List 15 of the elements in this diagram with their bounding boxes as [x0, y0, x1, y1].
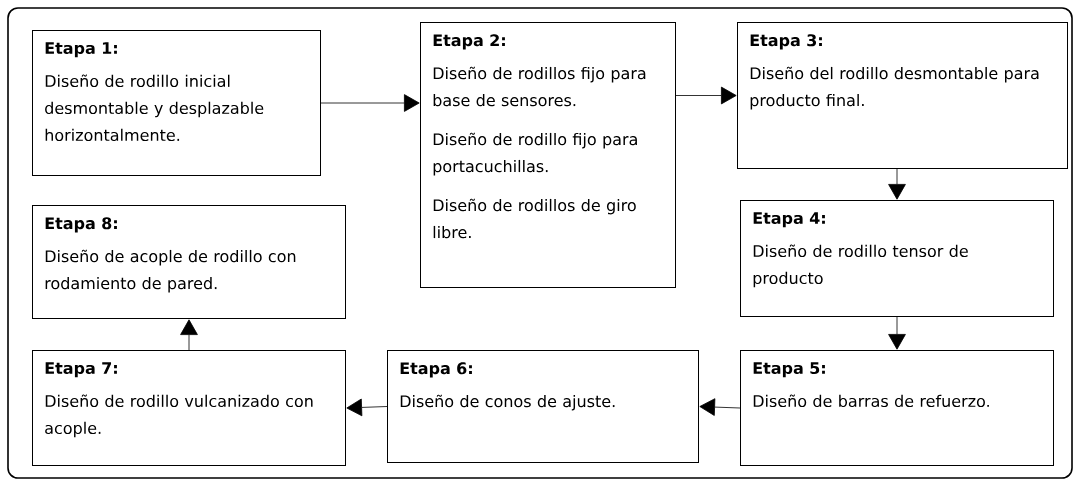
stage-box: Etapa 8: Diseño de acople de rodillo con rodamiento de pared. — [32, 205, 346, 319]
stage-box: Etapa 6: Diseño de conos de ajuste. — [387, 350, 699, 463]
stage-box: Etapa 1: Diseño de rodillo inicial desmontable y desplazable horizontalmente. — [32, 30, 321, 176]
arrow — [180, 319, 198, 351]
arrow — [699, 398, 741, 416]
arrow — [320, 94, 420, 112]
stage-box: Etapa 2: Diseño de rodillos fijo para base de sensores. Diseño de rodillo fijo para portacuchillas. Diseño de rodillos de giro libre. — [420, 22, 676, 288]
stage-box: Etapa 3: Diseño del rodillo desmontable para producto final. — [737, 22, 1068, 169]
arrow — [675, 86, 737, 105]
arrow — [888, 168, 906, 200]
stage-box: Etapa 4: Diseño de rodillo tensor de producto — [740, 200, 1054, 317]
stage-box: Etapa 5: Diseño de barras de refuerzo. — [740, 350, 1054, 466]
stage-box: Etapa 7: Diseño de rodillo vulcanizado con acople. — [32, 350, 346, 466]
arrow — [888, 316, 906, 350]
arrow — [346, 398, 388, 417]
